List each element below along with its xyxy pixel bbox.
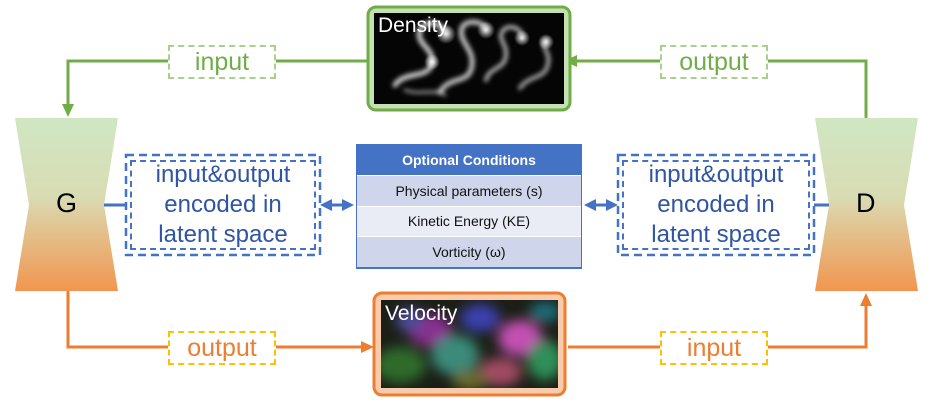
latent-left-text: input&output encoded in latent space [130,160,316,250]
density-smoke [392,19,554,97]
optional-conditions-table: Optional Conditions Physical parameters … [356,144,582,269]
orange-arrowhead-velocity [361,341,374,353]
bottom-input-label: input [660,331,768,365]
smoke-puff [477,21,495,39]
blue-arrowhead [320,199,332,211]
smoke-puff [538,34,554,50]
conditions-header: Optional Conditions [402,152,536,168]
discriminator-block [815,118,918,291]
top-output-label: output [660,45,768,79]
orange-arrowhead-discriminator [860,293,872,306]
latent-left-line2: encoded in [164,191,282,218]
latent-left-line1: input&output [155,161,291,188]
latent-right-line1: input&output [648,161,784,188]
generator-label: G [56,188,78,218]
latent-right-text: input&output encoded in latent space [622,160,810,250]
blue-arrowhead [342,199,354,211]
top-input-label: input [168,45,276,79]
generator-block [15,118,118,291]
latent-right-box [616,153,816,257]
density-title: Density [378,14,449,37]
condition-vorticity: Vorticity (ω) [357,236,581,267]
smoke-puff [514,30,530,46]
latent-left-line3: latent space [158,221,288,248]
blue-arrowhead [606,199,618,211]
smoke-puff [424,54,440,70]
latent-right-line3: latent space [651,221,781,248]
latent-left-box [124,153,322,257]
discriminator-label: D [856,188,876,218]
condition-physical-parameters: Physical parameters (s) [357,175,581,206]
bottom-output-label: output [168,331,276,365]
latent-right-line2: encoded in [657,191,775,218]
velocity-field [381,302,558,388]
green-arrowhead-generator [62,104,74,117]
smoke-puff [436,24,456,44]
velocity-title: Velocity [385,302,458,325]
condition-kinetic-energy: Kinetic Energy (KE) [357,205,581,236]
blue-arrowhead [584,199,596,211]
